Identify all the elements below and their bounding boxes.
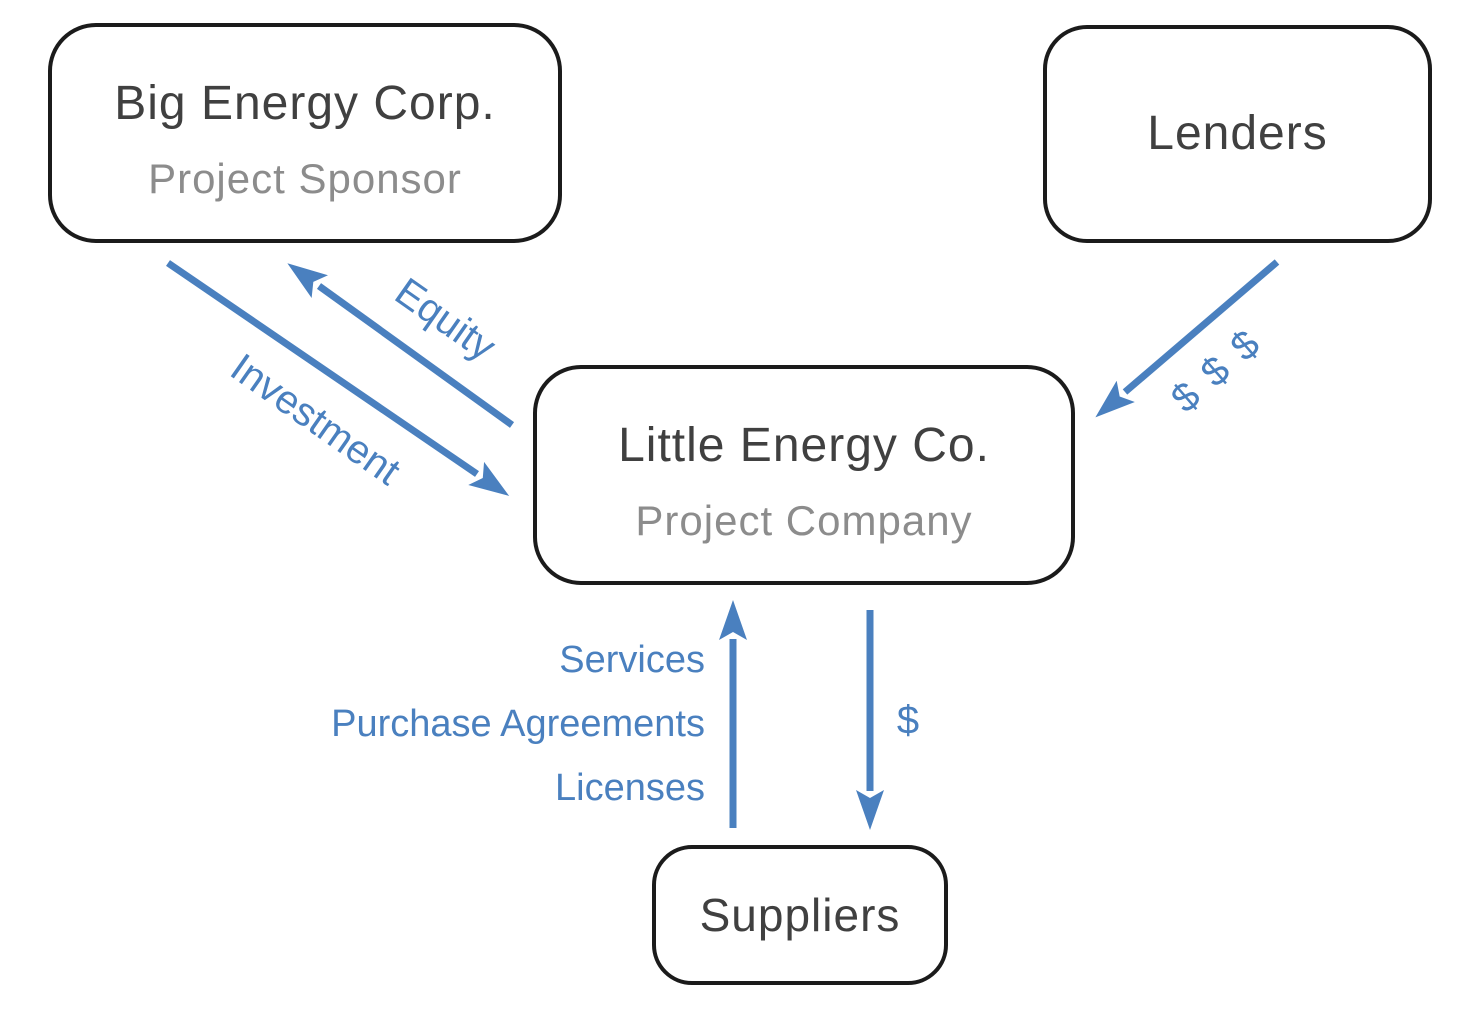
node-title: Big Energy Corp.	[114, 77, 496, 131]
supply-label-licenses: Licenses	[555, 767, 705, 809]
node-subtitle: Project Sponsor	[148, 155, 462, 203]
node-title: Lenders	[1147, 107, 1328, 161]
node-big-energy-corp: Big Energy Corp. Project Sponsor	[48, 23, 562, 243]
investment-arrow	[166, 260, 510, 496]
supply-labels: Services Purchase Agreements Licenses	[331, 628, 705, 820]
node-suppliers: Suppliers	[652, 845, 948, 985]
loan-arrow	[1095, 259, 1280, 418]
payment-dollar-label: $	[896, 698, 920, 743]
node-little-energy-co: Little Energy Co. Project Company	[533, 365, 1075, 585]
supply-label-purchase-agreements: Purchase Agreements	[331, 703, 705, 745]
node-subtitle: Project Company	[635, 497, 973, 545]
node-lenders: Lenders	[1043, 25, 1432, 243]
node-title: Little Energy Co.	[618, 419, 990, 473]
equity-arrow	[287, 263, 515, 428]
supply-label-services: Services	[559, 639, 705, 681]
node-title: Suppliers	[699, 888, 901, 941]
